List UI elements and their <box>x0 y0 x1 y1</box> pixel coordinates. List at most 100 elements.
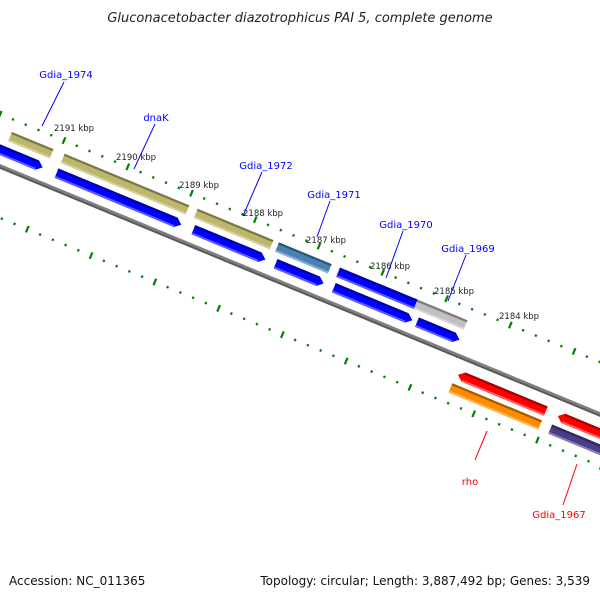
forward-cds-arrow <box>0 143 43 170</box>
tick-label: 2185 kbp <box>434 287 474 297</box>
minor-tick <box>127 269 131 273</box>
minor-tick <box>304 239 308 243</box>
minor-tick <box>548 443 552 447</box>
major-tick <box>189 189 194 197</box>
major-tick <box>316 242 322 250</box>
map-title: Gluconacetobacter diazotrophicus PAI 5, … <box>107 11 492 26</box>
gene-label: rho <box>462 477 478 488</box>
forward-feature <box>413 299 468 330</box>
minor-tick <box>13 222 17 226</box>
major-tick <box>0 110 3 118</box>
forward-cds-arrow <box>415 317 460 343</box>
forward-cds-arrow-body <box>191 225 266 262</box>
forward-cds-arrow <box>54 168 182 228</box>
minor-tick <box>432 291 436 295</box>
reverse-cds-arrow-body <box>457 372 548 416</box>
major-tick <box>444 295 449 303</box>
forward-cds-arrow <box>273 259 324 286</box>
minor-tick <box>521 328 525 332</box>
forward-feature-bottom-shade <box>336 274 415 309</box>
major-tick <box>407 383 413 392</box>
forward-feature-body <box>60 153 190 215</box>
forward-feature-bottom-shade <box>193 216 271 250</box>
genome-summary-text: Topology: circular; Length: 3,887,492 bp… <box>259 574 590 588</box>
forward-feature-top-shade <box>278 242 332 267</box>
reverse-feature <box>548 424 600 469</box>
minor-tick <box>75 144 79 148</box>
minor-tick <box>561 449 565 453</box>
gene-label-leader-line <box>41 81 65 127</box>
minor-tick <box>421 391 425 395</box>
gene-label: Gdia_1972 <box>239 161 292 172</box>
minor-tick <box>586 459 590 463</box>
minor-tick <box>459 406 463 411</box>
minor-tick <box>343 254 347 259</box>
reverse-cds-arrow <box>457 372 548 416</box>
minor-tick <box>382 375 386 379</box>
minor-tick <box>11 117 15 121</box>
minor-tick <box>255 322 259 326</box>
forward-cds-arrow-body <box>54 168 182 228</box>
forward-cds-arrow-bottom-shade <box>191 232 259 262</box>
minor-tick <box>547 339 551 343</box>
gene-label: Gdia_1970 <box>379 220 432 231</box>
major-tick <box>216 304 221 312</box>
forward-cds-arrow-top-shade <box>334 283 409 316</box>
forward-cds-arrow-bottom-shade <box>415 324 453 343</box>
tick-label: 2187 kbp <box>306 236 346 246</box>
forward-feature-bottom-shade <box>8 139 51 159</box>
forward-feature-top-shade <box>11 131 54 152</box>
forward-feature-body <box>336 267 418 309</box>
minor-tick <box>229 312 233 316</box>
major-tick <box>507 321 513 329</box>
minor-tick <box>140 275 144 279</box>
tick-label: 2191 kbp <box>54 124 94 134</box>
minor-tick <box>497 422 501 426</box>
forward-feature-bottom-shade <box>275 249 329 274</box>
minor-tick <box>357 364 361 368</box>
forward-cds-arrow-body <box>331 283 413 323</box>
gene-label: Gdia_1969 <box>441 244 494 255</box>
tick-label: 2188 kbp <box>243 209 283 219</box>
minor-tick <box>115 264 119 268</box>
minor-tick <box>215 202 219 206</box>
minor-tick <box>331 354 335 358</box>
major-tick <box>152 278 158 286</box>
minor-tick <box>484 417 488 421</box>
minor-tick <box>368 265 372 269</box>
gene-label-leader-line <box>133 123 156 170</box>
minor-tick <box>100 154 104 158</box>
tick-label: 2186 kbp <box>370 262 410 272</box>
reverse-feature-body <box>548 424 600 469</box>
minor-tick <box>293 338 297 342</box>
forward-feature <box>60 153 190 215</box>
reverse-cds-arrow-top-shade <box>464 372 548 409</box>
gene-labels: Gdia_1974dnaKGdia_1972Gdia_1971Gdia_1970… <box>39 70 585 521</box>
minor-tick <box>483 312 487 317</box>
major-tick <box>280 331 285 339</box>
forward-feature-body <box>8 131 54 159</box>
minor-tick <box>139 170 142 174</box>
minor-tick <box>64 243 68 247</box>
forward-feature-bottom-shade <box>60 161 187 215</box>
minor-tick <box>266 223 270 227</box>
forward-cds-arrow-top-shade <box>418 317 456 335</box>
minor-tick <box>202 196 206 201</box>
minor-tick <box>306 343 310 347</box>
minor-tick <box>151 175 155 179</box>
minor-tick <box>279 228 283 232</box>
gene-label-leader-line <box>385 230 404 279</box>
minor-tick <box>496 318 500 322</box>
minor-tick <box>177 186 181 190</box>
major-tick <box>61 136 67 145</box>
minor-tick <box>191 296 195 300</box>
forward-cds-arrow-bottom-shade <box>273 266 317 286</box>
forward-feature <box>193 208 274 250</box>
minor-tick <box>370 370 374 374</box>
tick-label: 2184 kbp <box>499 312 539 322</box>
tick-label: 2189 kbp <box>179 181 219 191</box>
minor-tick <box>49 133 53 137</box>
reverse-feature-bottom-shade <box>548 431 600 469</box>
major-tick <box>571 347 577 356</box>
